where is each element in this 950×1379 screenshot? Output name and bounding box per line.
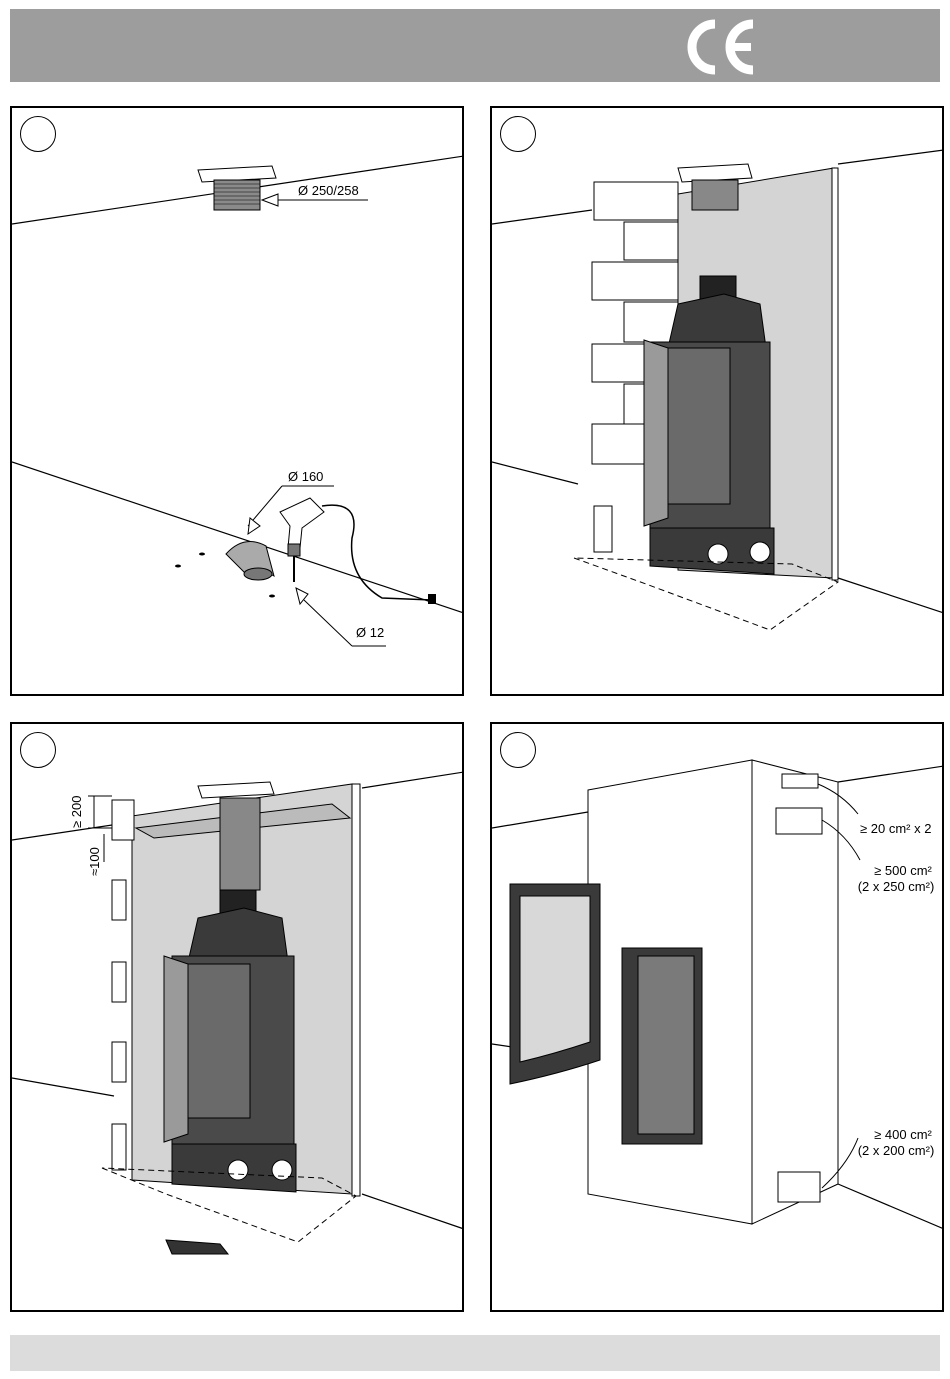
installation-illustration-2 — [492, 108, 944, 696]
drill-diameter-label: Ø 12 — [356, 626, 384, 639]
vent-upper-detail-label: (2 x 250 cm²) — [850, 880, 942, 893]
panel-step-2 — [490, 106, 944, 696]
gap-top-dimension-label: ≥ 200 — [70, 796, 83, 828]
vent-top-min-label: ≥ 20 cm² x 2 — [860, 822, 931, 835]
ce-mark-icon — [683, 18, 758, 76]
duct-diameter-label: Ø 160 — [288, 470, 323, 483]
header-bar — [10, 9, 940, 82]
panel-step-3: ≥ 200 ≈100 — [10, 722, 464, 1312]
vent-lower-detail-label: (2 x 200 cm²) — [850, 1144, 942, 1157]
panel-step-1: Ø 250/258 Ø 160 Ø 12 — [10, 106, 464, 696]
gap-side-dimension-label: ≈100 — [88, 847, 101, 876]
vent-upper-min-label: ≥ 500 cm² — [866, 864, 940, 877]
panel-step-4: ≥ 20 cm² x 2 ≥ 500 cm² (2 x 250 cm²) ≥ 4… — [490, 722, 944, 1312]
vent-lower-min-label: ≥ 400 cm² — [866, 1128, 940, 1141]
installation-illustration-1 — [12, 108, 464, 696]
flue-diameter-label: Ø 250/258 — [298, 184, 359, 197]
footer-bar — [10, 1335, 940, 1371]
installation-illustration-4 — [492, 724, 944, 1312]
